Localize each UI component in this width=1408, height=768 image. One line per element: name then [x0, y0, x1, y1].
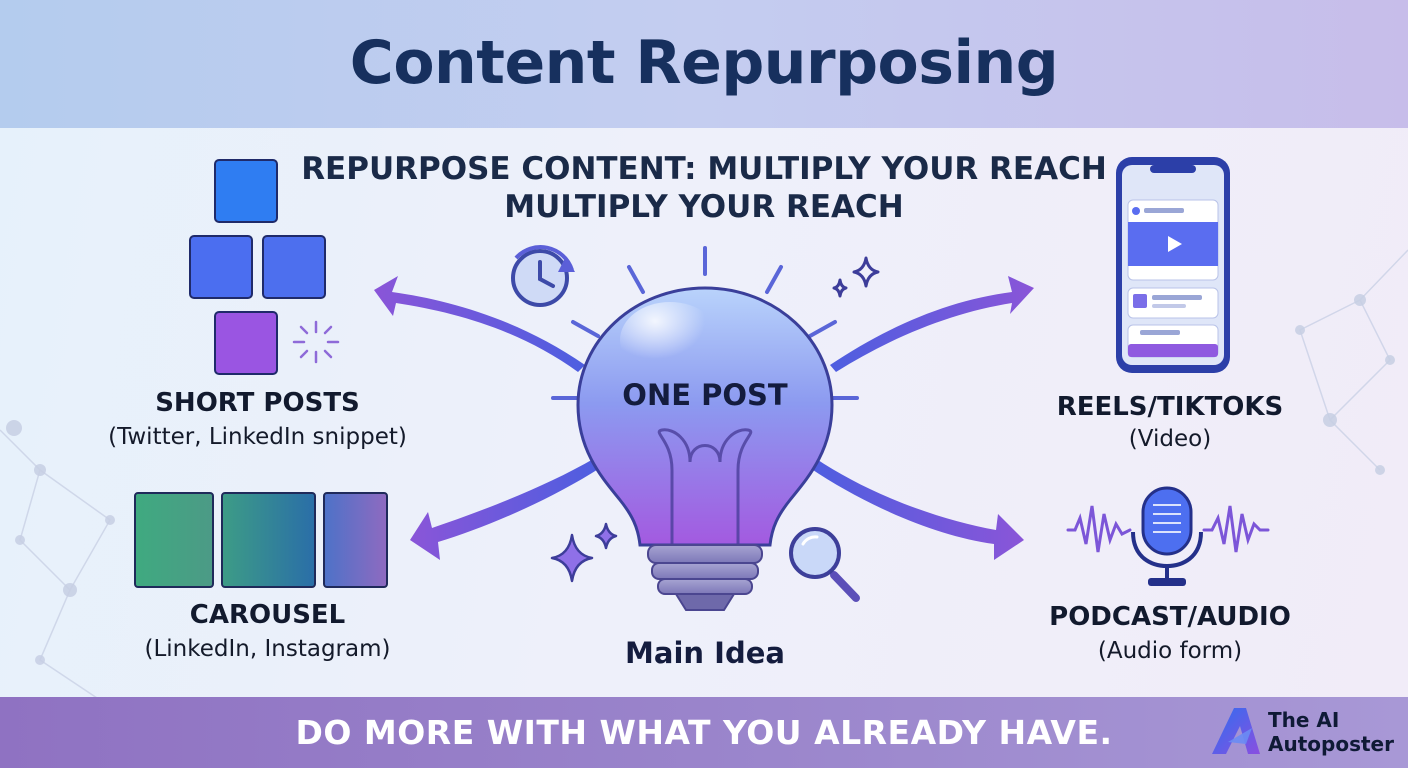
play-icon	[1168, 236, 1182, 252]
sound-wave-icon	[1066, 505, 1270, 553]
brand-name: The AI Autoposter	[1268, 708, 1394, 756]
main-idea-caption: Main Idea	[625, 636, 785, 670]
magnifier-icon	[789, 527, 860, 602]
page-title: Content Repurposing	[349, 28, 1059, 98]
arrow-to-podcast	[810, 458, 1024, 560]
tile-grid-icon	[189, 159, 326, 375]
header-band	[0, 0, 1408, 128]
subtitle: REPURPOSE CONTENT: MULTIPLY YOUR REACH M…	[250, 150, 1158, 226]
subtitle-line-2: MULTIPLY YOUR REACH	[504, 189, 904, 225]
brand-name-line-2: Autoposter	[1268, 732, 1394, 756]
short-posts-title: SHORT POSTS	[155, 388, 360, 418]
arrow-to-short-posts	[374, 276, 585, 372]
carousel-slides-icon	[134, 492, 388, 588]
sparkle-icon	[550, 522, 618, 583]
footer-band	[0, 697, 1408, 768]
reels-subtitle: (Video)	[1128, 426, 1212, 452]
microphone-icon	[1131, 486, 1203, 586]
bulb-label: ONE POST	[622, 378, 788, 412]
brand-logo-icon	[1212, 708, 1260, 754]
footer-tagline: DO MORE WITH WHAT YOU ALREADY HAVE.	[295, 713, 1113, 752]
arrow-to-carousel	[410, 458, 600, 560]
carousel-subtitle: (LinkedIn, Instagram)	[144, 636, 391, 662]
lightbulb-icon	[576, 286, 834, 611]
reels-title: REELS/TIKTOKS	[1056, 392, 1284, 422]
brand-name-line-1: The AI	[1268, 708, 1340, 732]
podcast-subtitle: (Audio form)	[1097, 638, 1243, 664]
phone-feed-icon	[1116, 157, 1230, 373]
arrow-to-reels	[830, 276, 1034, 372]
podcast-title: PODCAST/AUDIO	[1049, 602, 1291, 632]
carousel-title: CAROUSEL	[189, 600, 346, 630]
clock-refresh-icon	[511, 245, 575, 307]
subtitle-line-1: REPURPOSE CONTENT: MULTIPLY YOUR REACH	[301, 151, 1107, 187]
burst-icon	[292, 320, 340, 364]
short-posts-subtitle: (Twitter, LinkedIn snippet)	[108, 424, 407, 450]
sparkle-icon	[832, 256, 880, 298]
